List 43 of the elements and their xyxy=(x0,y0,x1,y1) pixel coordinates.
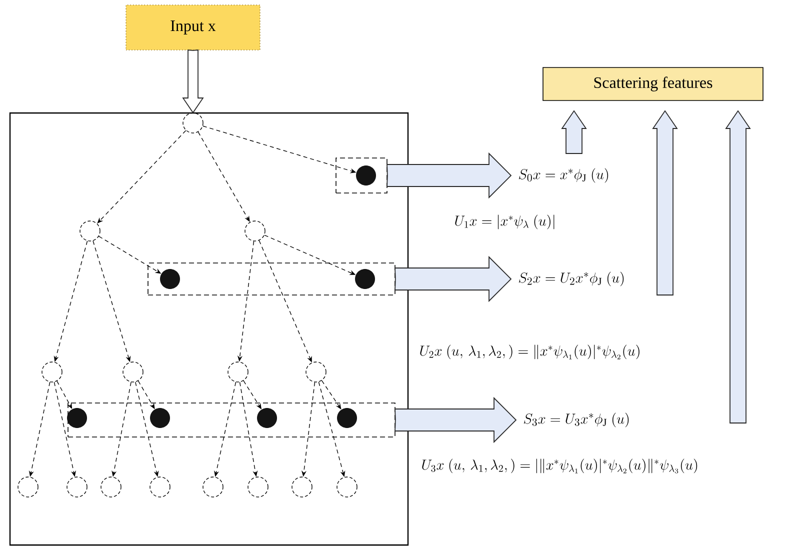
filled-dot xyxy=(160,269,180,289)
frame-box xyxy=(9,112,409,546)
filled-dot xyxy=(356,166,376,186)
filled-dot xyxy=(67,408,87,428)
arrow xyxy=(97,130,186,224)
node-circle xyxy=(182,112,204,134)
filled-dot xyxy=(150,408,170,428)
dashed-box xyxy=(336,158,388,194)
formula: $U_3x\ (u,\, \lambda_1, \lambda_2,) = |\|x^{*}\psi_{\lambda_1}(u)|^{*}\psi_{\lambda_2}(u)\|^{*}\psi_{\lambda_3}(u)$ xyxy=(422,458,698,474)
dashed-box xyxy=(68,402,396,438)
formula: $U_1x = \left|x^{*}\psi_{\lambda}\ (u)\right|$ xyxy=(455,214,554,230)
filled-dot xyxy=(257,408,277,428)
block-arrow xyxy=(182,50,204,114)
feature-box: Scattering features xyxy=(542,67,764,101)
input-box: Input x xyxy=(126,4,260,50)
filled-dot xyxy=(355,269,375,289)
filled-dot xyxy=(337,408,357,428)
node-circle xyxy=(228,362,248,382)
node-circle xyxy=(150,476,170,498)
formula: $S_3x = U_3x^{*}\phi_{\mathrm{J}}\ (u)$ xyxy=(524,412,629,428)
node-circle xyxy=(42,362,62,382)
block-arrow xyxy=(394,256,512,302)
block-arrow xyxy=(725,110,751,424)
block-arrow xyxy=(652,110,678,296)
formula: $U_2x\ (u,\, \lambda_1, \lambda_2,) = \|x^{*}\psi_{\lambda_1}(u)|^{*}\psi_{\lambda_2}(u)$ xyxy=(420,344,640,360)
node-circle xyxy=(100,476,122,498)
block-arrow xyxy=(386,152,512,199)
node-circle xyxy=(306,362,326,382)
node-circle xyxy=(202,476,224,498)
node-circle xyxy=(18,476,38,498)
formula: $S_0x = x^{*}\phi_{\mathrm{J}}\ (u)$ xyxy=(518,168,608,183)
dashed-box xyxy=(148,262,396,296)
block-arrow xyxy=(394,396,517,444)
arrow xyxy=(258,240,312,362)
node-circle xyxy=(244,220,266,242)
formula: $S_2x = U_2x^{*}\phi_{\mathrm{J}}\ (u)$ xyxy=(518,272,624,286)
node-circle xyxy=(248,476,268,498)
node-circle xyxy=(66,476,88,498)
node-circle xyxy=(122,362,144,382)
block-arrow xyxy=(561,110,587,154)
node-circle xyxy=(336,476,358,498)
node-circle xyxy=(292,476,312,498)
node-circle xyxy=(80,220,100,242)
